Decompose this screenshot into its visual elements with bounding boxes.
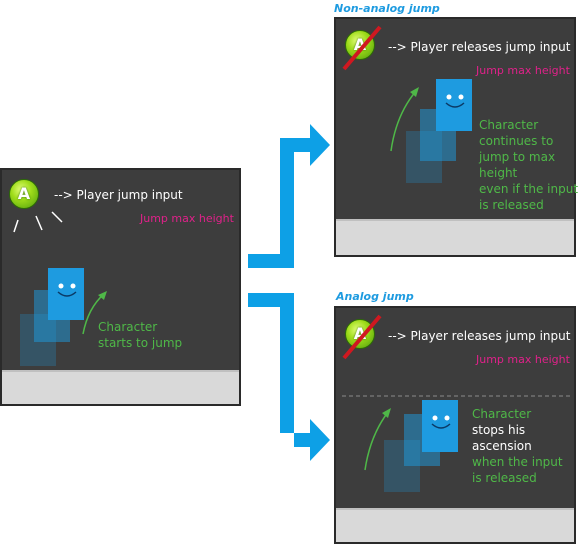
max-height-label: Jump max height	[140, 212, 234, 225]
ground	[336, 508, 574, 542]
max-height-label: Jump max height	[476, 64, 570, 77]
flow-arrow-icon	[248, 293, 330, 461]
character-group	[20, 268, 84, 366]
character-description: Character starts to jump	[98, 320, 183, 350]
strike-icon	[342, 25, 382, 71]
input-label: --> Player releases jump input	[388, 329, 571, 343]
input-label: --> Player releases jump input	[388, 40, 571, 54]
panel-non-analog: A --> Player releases jump input Jump ma…	[334, 17, 578, 257]
ground	[336, 219, 574, 255]
character-description: Character stops his ascension when the i…	[472, 407, 563, 485]
character-description: Character continues to jump to max heigh…	[479, 118, 578, 212]
character-icon	[422, 400, 458, 452]
a-button-icon: A	[345, 319, 375, 349]
stop-height-line	[342, 395, 572, 397]
strike-icon	[342, 314, 382, 360]
jump-arrow-icon	[390, 87, 419, 152]
character-icon	[48, 268, 84, 320]
flow-arrow-icon	[248, 124, 330, 268]
character-group	[406, 79, 472, 183]
ground	[2, 370, 239, 404]
max-height-label: Jump max height	[476, 353, 570, 366]
analog-caption: Analog jump	[336, 290, 414, 303]
non-analog-caption: Non-analog jump	[334, 2, 440, 15]
input-label: --> Player jump input	[54, 188, 183, 202]
a-button-icon: A	[9, 179, 39, 209]
panel-analog: A --> Player releases jump input Jump ma…	[334, 306, 576, 544]
character-group	[384, 400, 458, 492]
jump-arrow-icon	[82, 291, 107, 335]
character-icon	[436, 79, 472, 131]
jump-arrow-icon	[364, 408, 391, 471]
a-button-icon: A	[345, 30, 375, 60]
panel-start: A --> Player jump input Jump max height …	[0, 168, 241, 406]
burst-lines-icon	[13, 150, 63, 233]
